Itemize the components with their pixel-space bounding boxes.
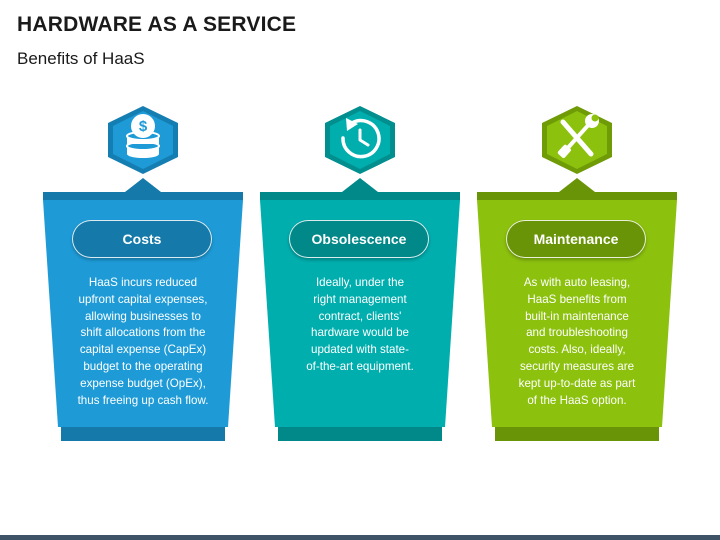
maintenance-line: security measures are <box>519 359 635 373</box>
card-maintenance: Maintenance As with auto leasing, HaaS b… <box>477 90 677 450</box>
card-obsolescence-shape <box>260 106 460 441</box>
maintenance-line: HaaS benefits from <box>527 292 627 306</box>
maintenance-line: As with auto leasing, <box>523 276 631 289</box>
svg-text:$: $ <box>139 118 148 135</box>
maintenance-line: built-in maintenance <box>525 309 629 323</box>
costs-line: thus freeing up cash flow. <box>77 393 209 407</box>
footer-bar <box>0 535 720 540</box>
card-obsolescence: Obsolescence Ideally, under the right ma… <box>260 90 460 450</box>
obsolescence-line: updated with state- <box>311 343 409 357</box>
page-subtitle: Benefits of HaaS <box>17 49 145 68</box>
costs-line: HaaS incurs reduced <box>88 276 198 289</box>
coins-dollar-icon: $ <box>126 114 160 158</box>
maintenance-description: As with auto leasing, HaaS benefits from… <box>497 275 657 409</box>
obsolescence-line: of-the-art equipment. <box>306 359 414 373</box>
maintenance-line: and troubleshooting <box>526 326 628 340</box>
obsolescence-description: Ideally, under the right management cont… <box>280 275 440 376</box>
costs-line: budget to the operating <box>83 359 203 373</box>
page-title: HARDWARE AS A SERVICE <box>17 13 297 36</box>
tools-icon <box>557 114 599 158</box>
maintenance-label-pill: Maintenance <box>506 220 646 258</box>
costs-line: allowing businesses to <box>84 309 201 323</box>
costs-line: shift allocations from the <box>80 326 206 340</box>
obsolescence-label-pill: Obsolescence <box>289 220 429 258</box>
obsolescence-line: right management <box>313 292 407 306</box>
costs-line: upfront capital expenses, <box>78 292 208 306</box>
costs-description: HaaS incurs reduced upfront capital expe… <box>63 275 223 409</box>
clock-refresh-icon <box>341 118 381 159</box>
obsolescence-line: Ideally, under the <box>315 276 405 289</box>
obsolescence-line: contract, clients' <box>318 309 402 323</box>
costs-line: capital expense (CapEx) <box>79 343 207 357</box>
maintenance-line: costs. Also, ideally, <box>528 343 626 357</box>
maintenance-line: of the HaaS option. <box>527 393 627 407</box>
costs-label-pill: Costs <box>72 220 212 258</box>
maintenance-line: kept up-to-date as part <box>518 376 636 390</box>
card-costs: $ Costs HaaS incurs reduced upfront capi… <box>43 90 243 450</box>
obsolescence-line: hardware would be <box>311 326 409 340</box>
costs-line: expense budget (OpEx), <box>80 376 206 390</box>
